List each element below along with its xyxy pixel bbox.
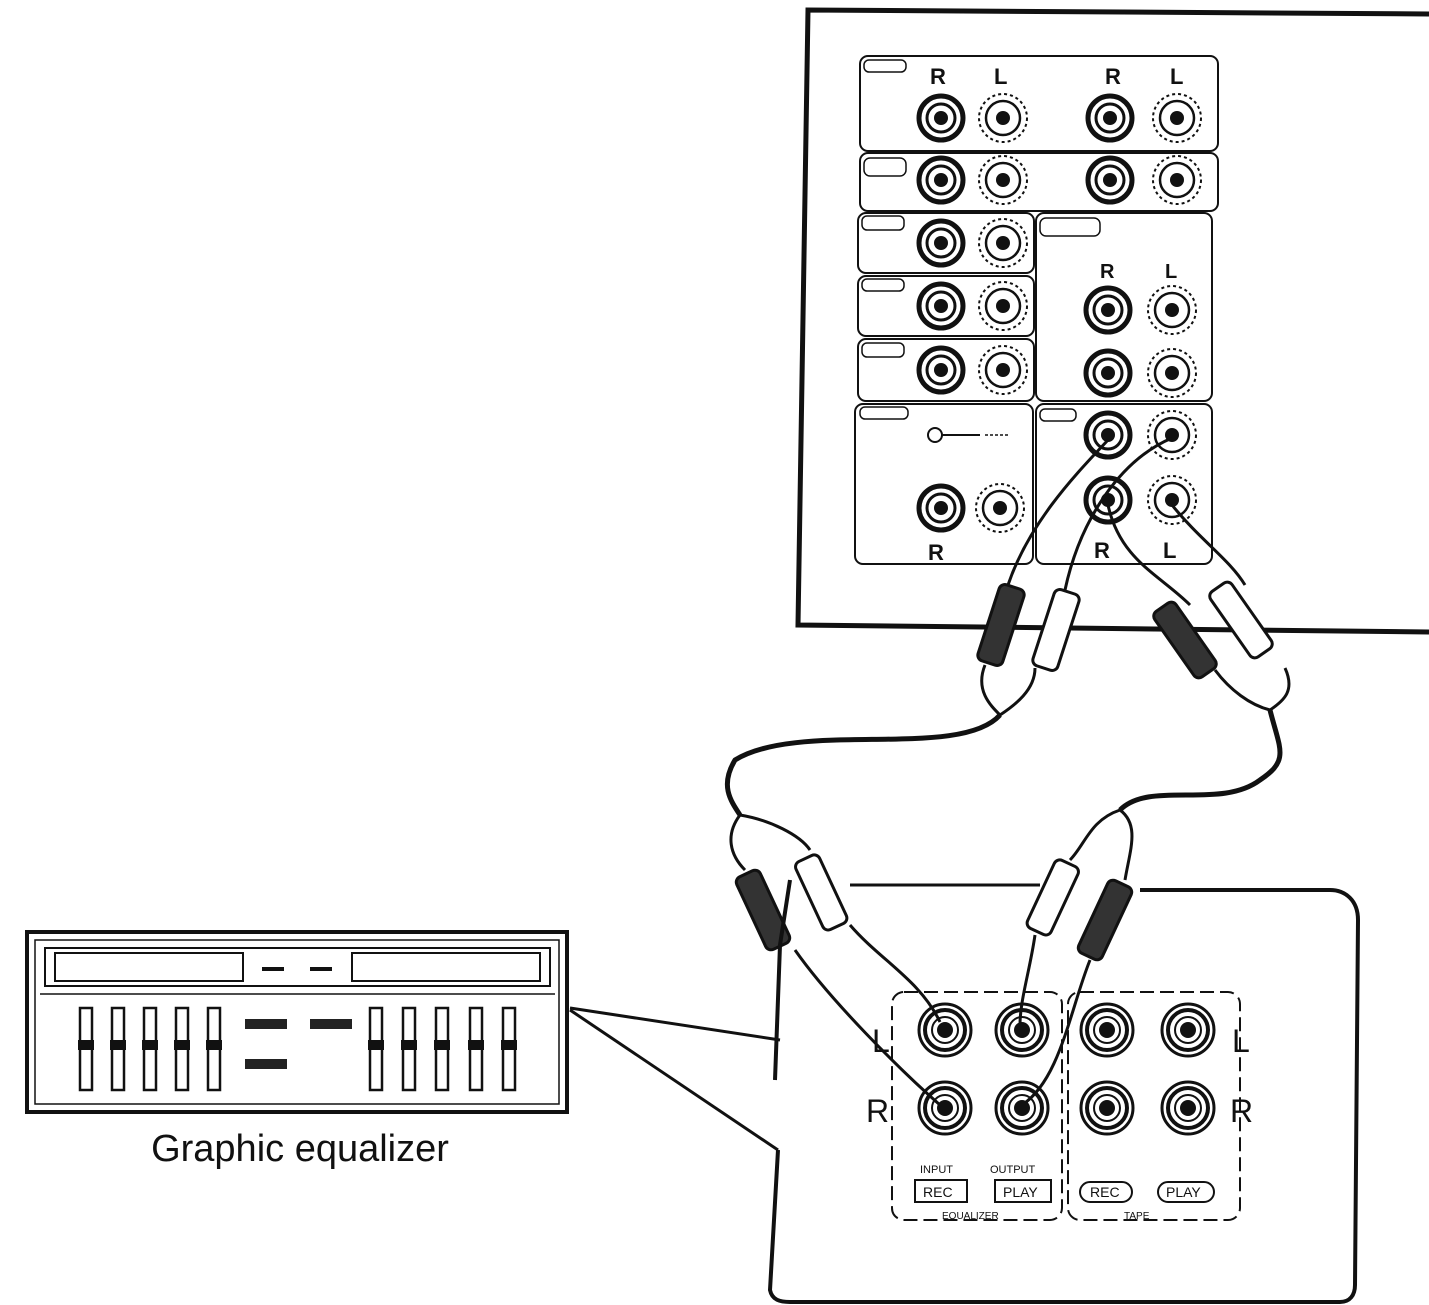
receiver-label-l1: L xyxy=(994,64,1007,89)
receiver-jack xyxy=(1151,154,1203,206)
eq-output-label: OUTPUT xyxy=(990,1164,1036,1176)
tape-equalizer-panel: L R L R INPUT OUTPUT REC PLAY REC PLAY E… xyxy=(767,879,1361,1304)
eq-panel-label-r-left: R xyxy=(866,1093,889,1129)
receiver-label-r4: R xyxy=(928,540,944,565)
receiver-label-l3: L xyxy=(1165,261,1177,283)
receiver-jack xyxy=(1086,413,1130,457)
tape-group-label: TAPE xyxy=(1124,1211,1150,1222)
receiver-jack xyxy=(977,92,1029,144)
receiver-jack xyxy=(1146,284,1198,336)
receiver-label-l5: L xyxy=(1163,538,1176,563)
receiver-jack xyxy=(1146,347,1198,399)
receiver-jack xyxy=(977,217,1029,269)
receiver-jack xyxy=(977,344,1029,396)
receiver-jack xyxy=(977,154,1029,206)
graphic-equalizer-unit xyxy=(25,930,569,1114)
callout-lines xyxy=(569,1006,781,1152)
receiver-jack xyxy=(919,284,963,328)
tape-play-l-jack xyxy=(1160,1002,1216,1058)
tape-rec-r-jack xyxy=(1079,1080,1135,1136)
eq-output-l-jack xyxy=(994,1002,1050,1058)
receiver-label-r5: R xyxy=(1094,538,1110,563)
equalizer-slider-knob xyxy=(501,1040,517,1050)
tape-play-r-jack xyxy=(1160,1080,1216,1136)
equalizer-slider-knob xyxy=(78,1040,94,1050)
receiver-jack xyxy=(1086,288,1130,332)
eq-rec-tag: REC xyxy=(923,1184,953,1200)
receiver-label-r2: R xyxy=(1105,64,1121,89)
equalizer-slider-knob xyxy=(434,1040,450,1050)
receiver-jack xyxy=(1151,92,1203,144)
equalizer-slider-knob xyxy=(368,1040,384,1050)
eq-panel-label-r-right: R xyxy=(1230,1093,1253,1129)
equalizer-slider-knob xyxy=(142,1040,158,1050)
equalizer-slider-knob xyxy=(174,1040,190,1050)
receiver-jack xyxy=(1146,474,1198,526)
receiver-label-r1: R xyxy=(930,64,946,89)
receiver-jack xyxy=(977,280,1029,332)
tape-play-tag: PLAY xyxy=(1166,1184,1201,1200)
receiver-jack xyxy=(919,221,963,265)
receiver-jack xyxy=(1086,351,1130,395)
equalizer-slider-knob xyxy=(206,1040,222,1050)
receiver-jack xyxy=(919,486,963,530)
graphic-equalizer-caption: Graphic equalizer xyxy=(151,1128,449,1170)
equalizer-slider-knob xyxy=(468,1040,484,1050)
receiver-jack xyxy=(1088,158,1132,202)
receiver-jack xyxy=(1146,409,1198,461)
receiver-jack xyxy=(919,348,963,392)
eq-input-r-jack xyxy=(917,1080,973,1136)
eq-input-l-jack xyxy=(917,1002,973,1058)
tape-rec-l-jack xyxy=(1079,1002,1135,1058)
receiver-label-l2: L xyxy=(1170,64,1183,89)
equalizer-slider-knob xyxy=(401,1040,417,1050)
eq-panel-label-l-left: L xyxy=(872,1023,890,1059)
tape-rec-tag: REC xyxy=(1090,1184,1120,1200)
rca-cables xyxy=(724,436,1291,1107)
eq-panel-label-l-right: L xyxy=(1232,1023,1250,1059)
eq-input-label: INPUT xyxy=(920,1164,953,1176)
equalizer-sliders xyxy=(78,1006,517,1092)
eq-output-r-jack xyxy=(994,1080,1050,1136)
receiver-jack xyxy=(919,158,963,202)
receiver-jack xyxy=(919,96,963,140)
receiver-label-r3: R xyxy=(1100,261,1115,283)
receiver-rear-panel: R L R L R L R R L xyxy=(795,7,1429,635)
equalizer-slider-knob xyxy=(110,1040,126,1050)
eq-play-tag: PLAY xyxy=(1003,1184,1038,1200)
receiver-jack xyxy=(974,482,1026,534)
receiver-jack xyxy=(1088,96,1132,140)
equalizer-group-label: EQUALIZER xyxy=(942,1211,999,1222)
